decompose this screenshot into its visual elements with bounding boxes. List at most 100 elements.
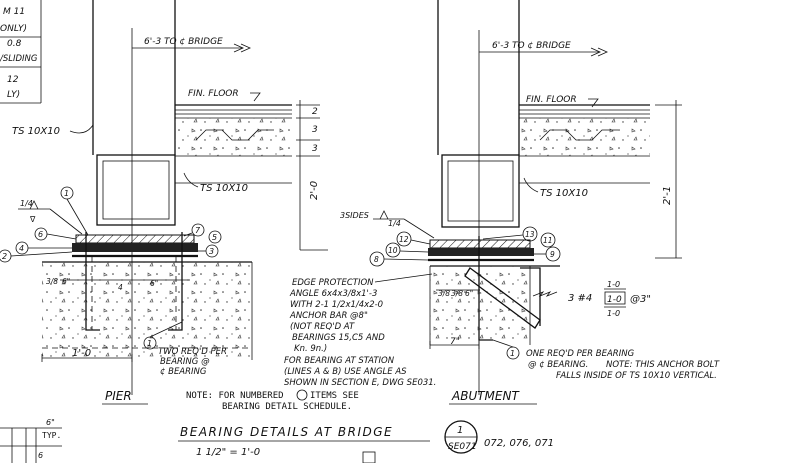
svg-text:SHOWN IN SECTION E, DWG SE031.: SHOWN IN SECTION E, DWG SE031. [284, 378, 436, 388]
pier-fin-floor-label: FIN. FLOOR [188, 89, 239, 99]
corner-dim: TYP. [42, 431, 61, 440]
abutment-three-sides: 3SIDES [340, 211, 369, 220]
abutment-callout: 10 [385, 242, 401, 258]
pier-weld-symbol: ∇ [29, 215, 36, 224]
svg-text:NOTE: FOR NUMBERED: NOTE: FOR NUMBERED [186, 391, 284, 401]
corner-dim: 6 [38, 451, 43, 460]
svg-text:BEARING DETAIL SCHEDULE.: BEARING DETAIL SCHEDULE. [222, 402, 352, 412]
abutment-callout: 9 [545, 246, 561, 262]
schedule-text: /SLIDING [0, 54, 38, 64]
pier-ts-left-label: TS 10X10 [12, 126, 60, 137]
pier-dim: 2 [312, 107, 318, 117]
svg-text:(LINES A & B) USE ANGLE AS: (LINES A & B) USE ANGLE AS [284, 367, 407, 377]
abutment-rebar-spacing: 1-0 [607, 295, 622, 305]
svg-text:Kn. 9n.): Kn. 9n.) [294, 344, 327, 354]
general-note: NOTE: FOR NUMBERED ITEMS SEE BEARING DET… [186, 389, 359, 412]
pier-callout: 3 [205, 244, 219, 258]
svg-text:FOR BEARING AT STATION: FOR BEARING AT STATION [284, 356, 395, 366]
abutment-rebar-spacing: @3" [630, 294, 651, 305]
pier-callout: 1 [60, 186, 74, 200]
abutment-title: ABUTMENT [451, 389, 520, 403]
abutment-callout: 12 [396, 231, 412, 247]
svg-text:4: 4 [19, 244, 24, 253]
pier-small-dim: 4 [118, 283, 123, 292]
abutment-callout: 1 [506, 346, 520, 360]
pier-bolt-note: ¢ BEARING [160, 367, 207, 377]
abutment-fin-floor-label: FIN. FLOOR [526, 95, 577, 105]
abutment-width-dim: 7" [450, 337, 460, 347]
svg-text:WITH 2-1 1/2x1/4x2-0: WITH 2-1 1/2x1/4x2-0 [290, 300, 383, 310]
pier-callout: 2 [0, 249, 12, 263]
schedule-text: LY) [7, 90, 20, 100]
abutment-callout: 8 [369, 251, 385, 267]
reference-sheets: 072, 076, 071 [484, 438, 554, 449]
svg-text:BEARINGS 15,C5 AND: BEARINGS 15,C5 AND [292, 333, 385, 343]
abutment-small-dim: 3/8 [438, 289, 450, 298]
scale-note: 1 1/2" = 1'-0 [196, 447, 260, 458]
abutment-ts-label: TS 10X10 [540, 188, 588, 199]
svg-text:9: 9 [550, 250, 555, 259]
pier-small-dim: 6" [150, 279, 158, 288]
pier-ts-right-label: TS 10X10 [200, 183, 248, 194]
abutment-height-dim: 2'-1 [662, 186, 673, 205]
pier-small-dim: 6" [62, 277, 70, 286]
pier-dim: 3 [312, 125, 318, 135]
pier-small-dim: 3/8 [46, 277, 58, 286]
pier-callout: 6 [34, 227, 48, 241]
pier-callout: 4 [15, 241, 29, 255]
section-mark: 1 SE071 [444, 420, 478, 454]
svg-text:ANGLE 6x4x3/8x1'-3: ANGLE 6x4x3/8x1'-3 [289, 289, 377, 299]
pier-width-dim: 1'-0 [72, 348, 91, 359]
svg-text:11: 11 [543, 236, 553, 245]
svg-text:10: 10 [388, 246, 398, 255]
svg-text:2: 2 [2, 252, 7, 261]
pier-title: PIER [105, 389, 132, 403]
abutment-rebar-spacing: 1-0 [607, 309, 620, 318]
main-title: BEARING DETAILS AT BRIDGE [180, 425, 393, 439]
svg-text:ITEMS SEE: ITEMS SEE [310, 391, 359, 401]
abutment-bolt-note: NOTE: THIS ANCHOR BOLT [606, 360, 720, 370]
svg-text:1: 1 [147, 339, 152, 348]
abutment-small-dim: 6" [465, 289, 473, 298]
pier-dim: 3 [312, 144, 318, 154]
pier-callout: 5 [208, 230, 222, 244]
abutment-rebar: 3 #4 [568, 293, 592, 304]
svg-text:(NOT REQ'D AT: (NOT REQ'D AT [290, 322, 355, 332]
abutment-centerline-note: 6'-3 TO ¢ BRIDGE [492, 41, 571, 51]
abutment-bolt-note: @ ¢ BEARING. [528, 360, 588, 370]
svg-text:12: 12 [399, 235, 409, 244]
svg-text:1: 1 [457, 425, 463, 436]
svg-text:8: 8 [374, 255, 379, 264]
svg-text:1: 1 [64, 189, 69, 198]
schedule-text: ONLY) [0, 24, 27, 34]
schedule-text: M 11 [3, 7, 25, 17]
abutment-bolt-note: FALLS INSIDE OF TS 10X10 VERTICAL. [556, 371, 717, 381]
svg-text:7: 7 [195, 226, 201, 235]
detail-title-block: BEARING DETAILS AT BRIDGE 1 1/2" = 1'-0 … [178, 420, 554, 463]
abutment-callout: 11 [540, 232, 556, 248]
svg-text:ANCHOR BAR @8": ANCHOR BAR @8" [289, 311, 368, 321]
abutment-detail: 6'-3 TO ¢ BRIDGE FIN. FLOOR 2'-1 TS 10X1… [340, 0, 720, 405]
svg-text:13: 13 [525, 230, 535, 239]
pier-centerline-note: 6'-3 TO ¢ BRIDGE [144, 37, 223, 47]
svg-text:5: 5 [212, 233, 217, 242]
svg-text:SE071: SE071 [448, 442, 477, 452]
pier-bolt-note: TWO REQ'D PER [158, 347, 227, 357]
corner-table: 6" TYP. 6 [0, 418, 62, 463]
pier-callout: 7 [191, 223, 205, 237]
abutment-small-dim: 3/8 [451, 289, 463, 298]
abutment-rebar-spacing: 1-0 [607, 280, 620, 289]
svg-text:6: 6 [38, 230, 43, 239]
pier-detail: 6'-3 TO ¢ BRIDGE FIN. FLOOR 2 3 3 2'-0 T… [0, 0, 328, 405]
schedule-text: 12 [7, 75, 19, 85]
pier-weld-size: 1/4 [20, 199, 33, 208]
abutment-callout: 13 [522, 226, 538, 242]
pier-height-dim: 2'-0 [309, 181, 320, 200]
svg-text:3: 3 [209, 247, 214, 256]
pier-bolt-note: BEARING @ [160, 357, 210, 367]
schedule-fragment: M 11 ONLY) 0.8 /SLIDING 12 LY) [0, 0, 42, 104]
abutment-weld-size: 1/4 [388, 219, 401, 228]
abutment-bolt-note: ONE REQ'D PER BEARING [526, 349, 635, 359]
edge-protection-note: EDGE PROTECTION ANGLE 6x4x3/8x1'-3 WITH … [284, 273, 436, 388]
